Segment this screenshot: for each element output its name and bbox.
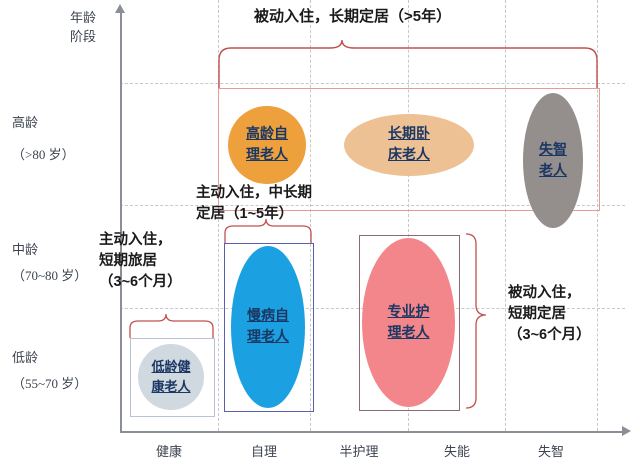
- y-tick-mid-age-name: 中龄: [12, 242, 39, 257]
- y-axis-tick-high-age: 高龄 （>80 岁）: [12, 113, 75, 165]
- x-axis-line: [120, 431, 625, 433]
- gridline-horizontal-high-age: [120, 83, 625, 84]
- group-professional-nursing: 专业护 理老人: [362, 238, 455, 407]
- x-axis-tick-disabled: 失能: [443, 444, 470, 459]
- x-axis-arrow-icon: [622, 426, 631, 436]
- group-chronic-self-care-label: 慢病自 理老人: [247, 309, 289, 345]
- x-axis-tick-semi-nursing: 半护理: [339, 444, 379, 459]
- gridline-vertical-3: [408, 0, 409, 431]
- x-axis-tick-health: 健康: [155, 444, 182, 459]
- annotation-passive-short-term: 被动入住， 短期定居 （3~6个月）: [508, 285, 591, 343]
- group-low-age-healthy-label: 低龄健 康老人: [151, 359, 191, 394]
- group-elder-self-care-label: 高龄自 理老人: [246, 127, 288, 163]
- y-tick-high-age-name: 高龄: [12, 115, 39, 130]
- gridline-horizontal-mid-age: [120, 205, 625, 206]
- y-axis-line: [120, 10, 122, 432]
- group-dementia-label: 失智 老人: [539, 142, 567, 179]
- gridline-vertical-1: [218, 0, 219, 431]
- y-tick-low-age-name: 低龄: [12, 350, 39, 365]
- y-tick-low-age-range: （55~70 岁）: [12, 376, 88, 391]
- y-axis-title-line-2: 阶段: [69, 29, 96, 44]
- gridline-vertical-4: [505, 0, 506, 431]
- group-chronic-self-care: 慢病自 理老人: [231, 246, 305, 408]
- box-low-age-healthy: [130, 338, 215, 417]
- y-axis-title: 年龄 阶段: [48, 8, 118, 46]
- group-professional-nursing-label: 专业护 理老人: [387, 304, 430, 341]
- box-professional-nursing: [359, 235, 460, 411]
- x-axis-tick-dementia: 失智: [537, 444, 564, 459]
- box-chronic-self-care: [224, 243, 314, 412]
- group-dementia: 失智 老人: [523, 93, 583, 228]
- group-long-term-bedridden: 长期卧 床老人: [344, 114, 474, 176]
- gridline-vertical-2: [310, 0, 311, 431]
- annotation-active-short-stay: 主动入住， 短期旅居 （3~6个月）: [99, 232, 182, 290]
- y-axis-arrow-icon: [115, 4, 125, 13]
- y-axis-tick-mid-age: 中龄 （70~80 岁）: [12, 240, 87, 286]
- x-axis-tick-self-care: 自理: [250, 444, 277, 459]
- box-passive-long-term-region: [218, 88, 600, 211]
- annotation-active-mid-long-term: 主动入住，中长期 定居（1~5年）: [196, 185, 312, 222]
- y-axis-tick-low-age: 低龄 （55~70 岁）: [12, 348, 87, 394]
- y-axis-title-line-1: 年龄: [69, 10, 96, 25]
- y-tick-high-age-range: （>80 岁）: [12, 147, 75, 162]
- group-low-age-healthy: 低龄健 康老人: [138, 344, 204, 410]
- gridline-vertical-5: [597, 0, 598, 431]
- group-elder-self-care: 高龄自 理老人: [228, 106, 306, 184]
- y-tick-mid-age-range: （70~80 岁）: [12, 268, 88, 283]
- annotation-passive-long-term: 被动入住，长期定居（>5年）: [254, 8, 452, 25]
- group-long-term-bedridden-label: 长期卧 床老人: [388, 127, 430, 163]
